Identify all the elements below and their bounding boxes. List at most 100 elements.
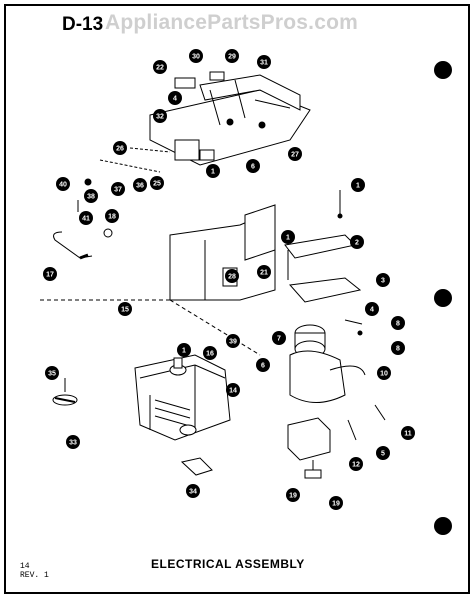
binder-hole-middle [434, 289, 452, 307]
svg-text:14: 14 [229, 388, 237, 395]
svg-text:15: 15 [121, 307, 129, 314]
page-code: D-13 [62, 14, 104, 35]
callout-6-mid: 6 [256, 358, 270, 372]
callout-40: 40 [56, 177, 70, 191]
svg-text:6: 6 [261, 363, 265, 370]
svg-text:26: 26 [116, 146, 124, 153]
callout-19-a: 19 [286, 488, 300, 502]
callout-21: 21 [257, 265, 271, 279]
callout-28: 28 [225, 269, 239, 283]
svg-text:17: 17 [46, 272, 54, 279]
svg-text:27: 27 [291, 152, 299, 159]
callout-1-d: 1 [177, 343, 191, 357]
right-bracket-parts [284, 190, 363, 336]
callout-1-c: 1 [281, 230, 295, 244]
callout-17: 17 [43, 267, 57, 281]
svg-text:1: 1 [286, 235, 290, 242]
callout-25: 25 [150, 176, 164, 190]
callout-32: 32 [153, 109, 167, 123]
thermal-cutout [52, 378, 78, 406]
callout-2: 2 [350, 235, 364, 249]
chassis-panel [40, 204, 276, 356]
svg-text:3: 3 [381, 278, 385, 285]
callout-12: 12 [349, 457, 363, 471]
svg-text:28: 28 [228, 274, 236, 281]
svg-text:39: 39 [229, 339, 237, 346]
svg-text:19: 19 [289, 493, 297, 500]
svg-text:35: 35 [48, 371, 56, 378]
page-title: ELECTRICAL ASSEMBLY [151, 557, 305, 571]
timer-motor [287, 404, 386, 479]
svg-text:25: 25 [153, 181, 161, 188]
svg-text:1: 1 [356, 183, 360, 190]
callout-41: 41 [79, 211, 93, 225]
callout-19-b: 19 [329, 496, 343, 510]
svg-text:41: 41 [82, 216, 90, 223]
callout-18: 18 [105, 209, 119, 223]
callout-16: 16 [203, 346, 217, 360]
svg-text:40: 40 [59, 182, 67, 189]
binder-hole-bottom [434, 517, 452, 535]
callout-11: 11 [401, 426, 415, 440]
callout-5: 5 [376, 446, 390, 460]
callout-1-b: 1 [351, 178, 365, 192]
svg-text:10: 10 [380, 371, 388, 378]
callout-22: 22 [153, 60, 167, 74]
svg-text:18: 18 [108, 214, 116, 221]
svg-text:1: 1 [211, 169, 215, 176]
screw-parts-left [53, 178, 113, 260]
callout-37: 37 [111, 182, 125, 196]
svg-text:16: 16 [206, 351, 214, 358]
svg-text:6: 6 [251, 164, 255, 171]
svg-text:4: 4 [173, 96, 177, 103]
magnetron [134, 354, 231, 441]
callout-10: 10 [377, 366, 391, 380]
connector-bottom [180, 457, 213, 476]
svg-text:2: 2 [355, 240, 359, 247]
svg-text:38: 38 [87, 194, 95, 201]
svg-text:4: 4 [370, 307, 374, 314]
svg-text:19: 19 [332, 501, 340, 508]
svg-text:32: 32 [156, 114, 164, 121]
callout-39: 39 [226, 334, 240, 348]
callout-36: 36 [133, 178, 147, 192]
binder-hole-top [434, 61, 452, 79]
svg-text:30: 30 [192, 54, 200, 61]
callout-15: 15 [118, 302, 132, 316]
svg-text:36: 36 [136, 183, 144, 190]
svg-text:8: 8 [396, 346, 400, 353]
callout-4-top: 4 [168, 91, 182, 105]
callout-34: 34 [186, 484, 200, 498]
callout-27: 27 [288, 147, 302, 161]
svg-text:31: 31 [260, 60, 268, 67]
control-bracket-assembly [99, 71, 311, 173]
svg-text:7: 7 [277, 336, 281, 343]
watermark: AppliancePartsPros.com [105, 11, 358, 34]
callout-3: 3 [376, 273, 390, 287]
callout-markers: 30 29 22 31 4 32 26 6 27 1 40 38 37 36 2… [43, 49, 415, 510]
page-number: 14 [20, 562, 30, 571]
svg-text:8: 8 [396, 321, 400, 328]
revision-label: REV. 1 [20, 571, 49, 580]
callout-31: 31 [257, 55, 271, 69]
svg-text:1: 1 [182, 348, 186, 355]
svg-text:22: 22 [156, 65, 164, 72]
callout-29: 29 [225, 49, 239, 63]
callout-33: 33 [66, 435, 80, 449]
fan-motor [289, 324, 366, 403]
callout-8-b: 8 [391, 341, 405, 355]
svg-text:5: 5 [381, 451, 385, 458]
svg-text:37: 37 [114, 187, 122, 194]
callout-26: 26 [113, 141, 127, 155]
callout-7: 7 [272, 331, 286, 345]
page-border [4, 4, 470, 594]
callout-4-right: 4 [365, 302, 379, 316]
callout-14: 14 [226, 383, 240, 397]
callout-38: 38 [84, 189, 98, 203]
svg-text:34: 34 [189, 489, 197, 496]
svg-text:33: 33 [69, 440, 77, 447]
callout-1-a: 1 [206, 164, 220, 178]
callout-30: 30 [189, 49, 203, 63]
callout-35: 35 [45, 366, 59, 380]
